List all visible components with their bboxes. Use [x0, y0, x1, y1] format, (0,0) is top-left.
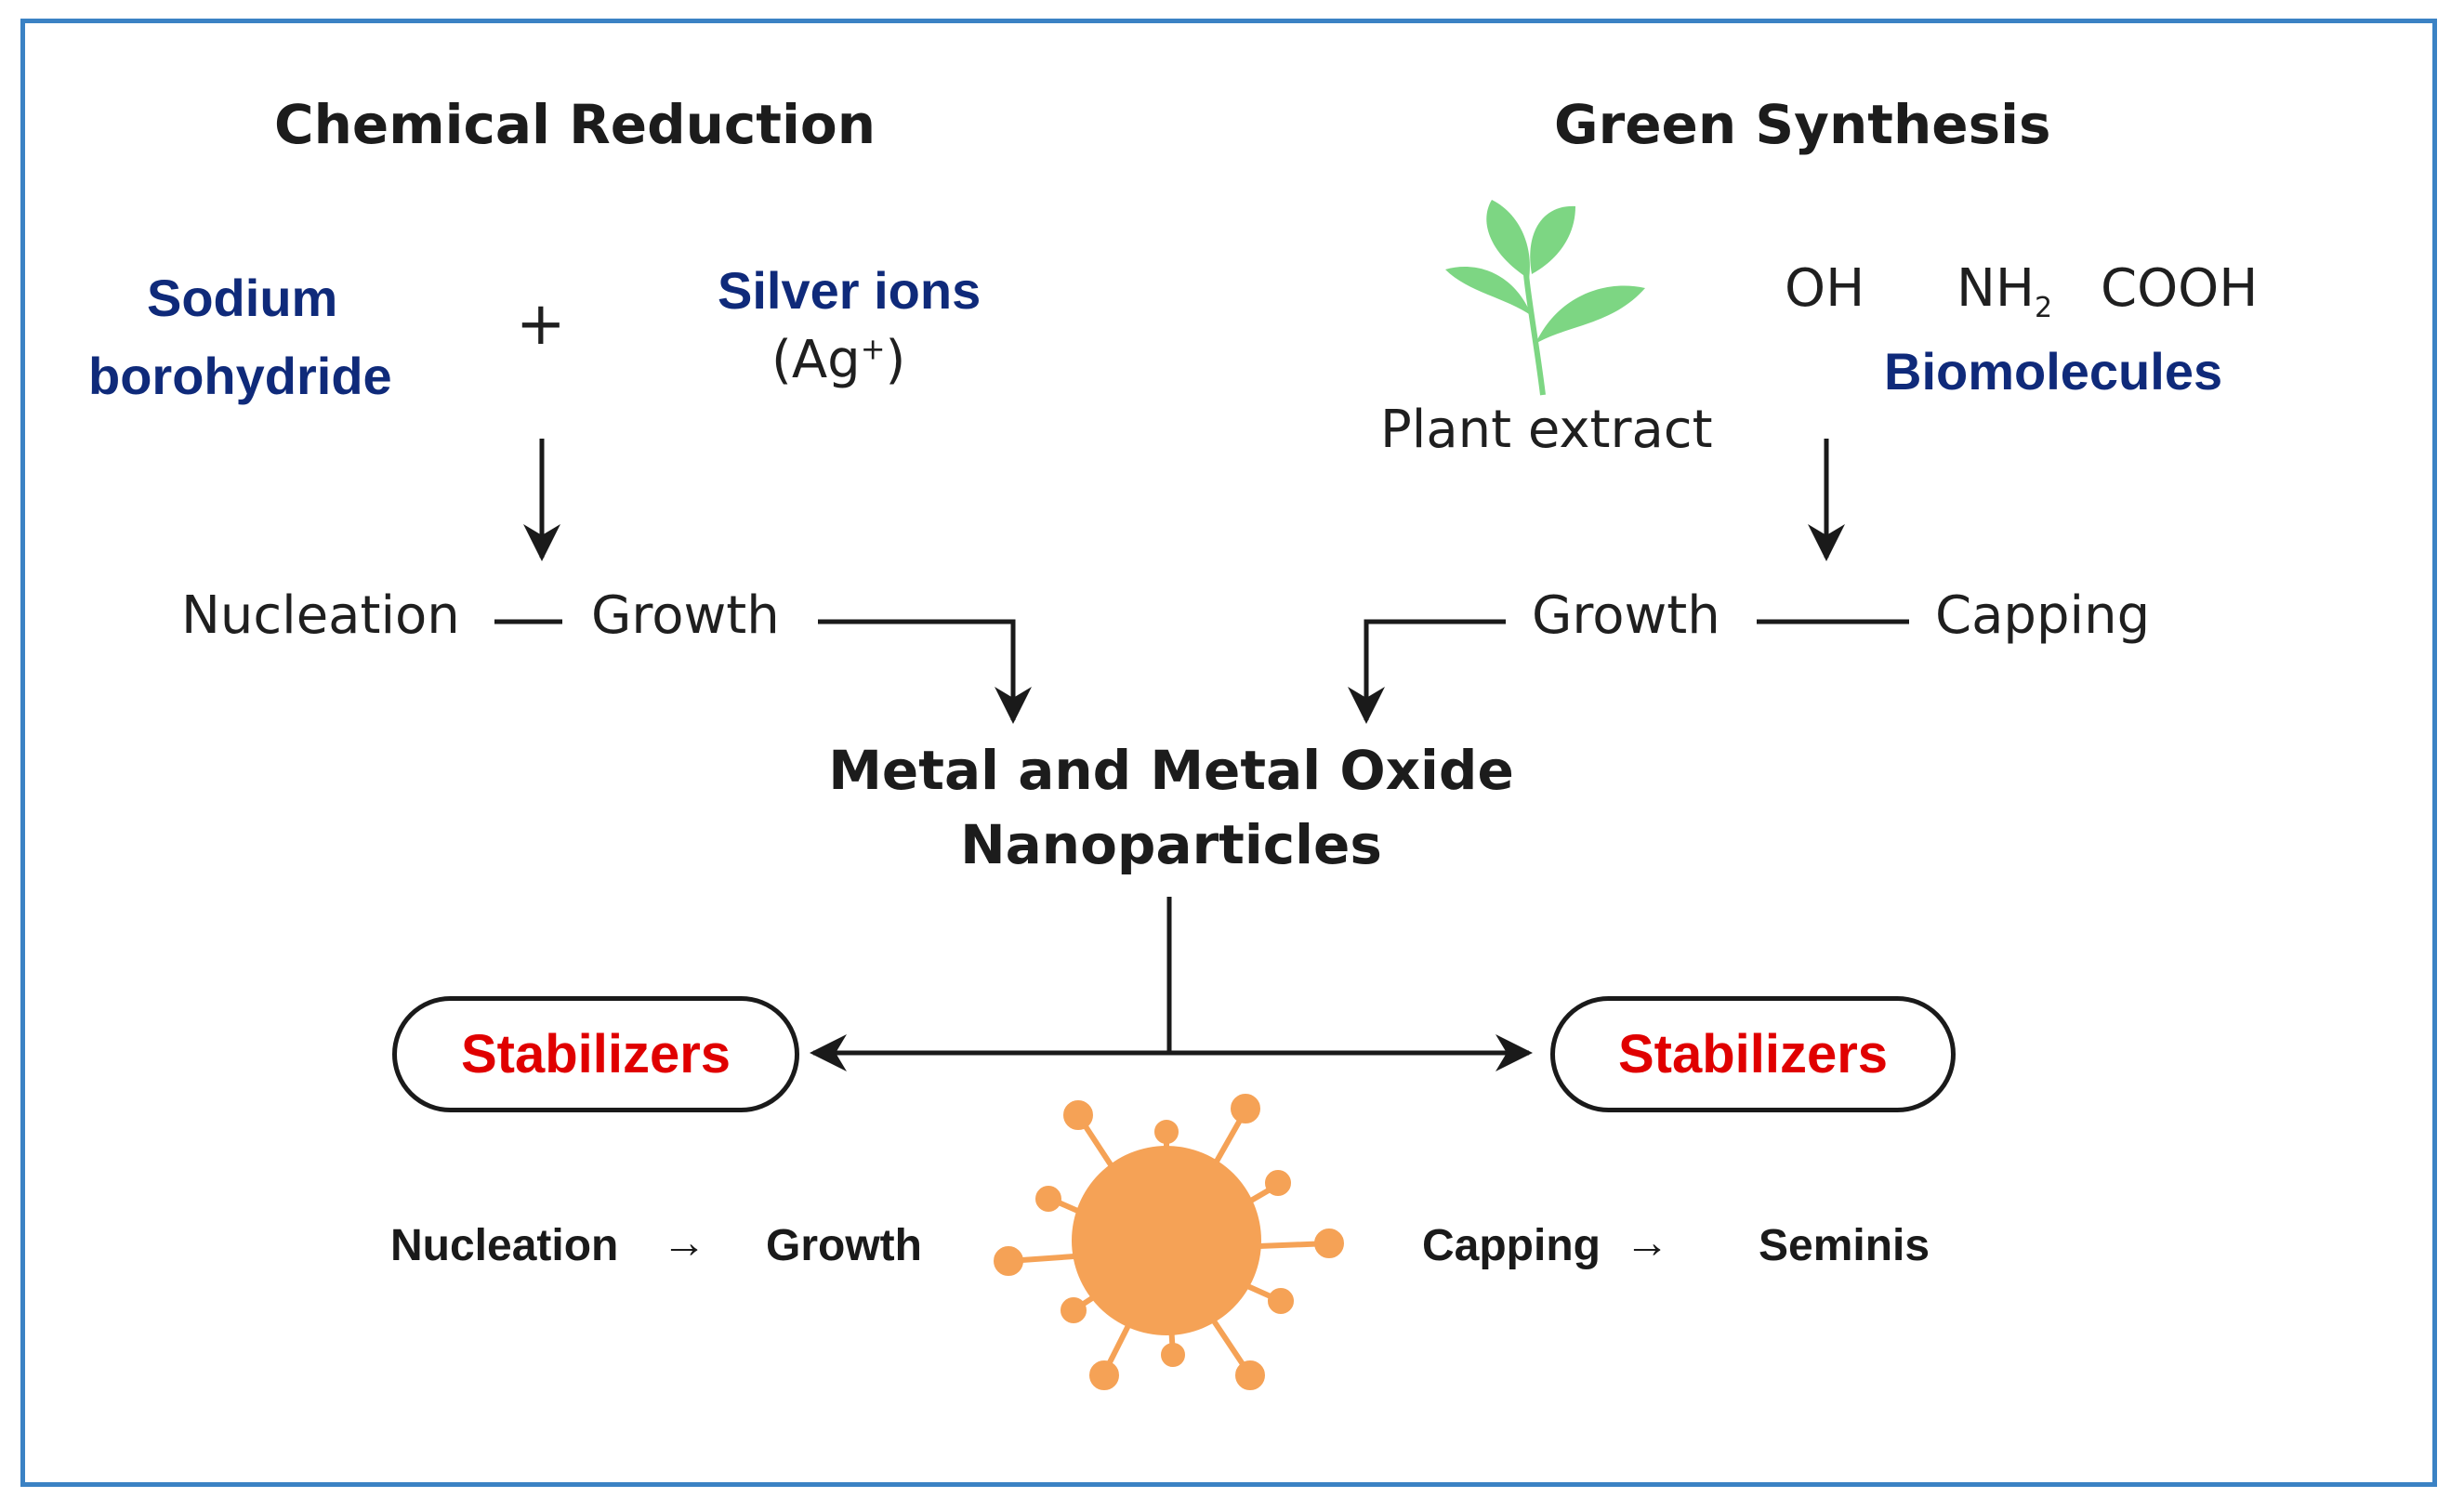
left-nucleation-label: Nucleation: [181, 585, 460, 646]
arrow-right-to-product: [1348, 619, 1506, 724]
right-growth-label: Growth: [1532, 585, 1720, 646]
bottom-arrow-1: →: [662, 1218, 706, 1268]
heading-green-synthesis: Green Synthesis: [1554, 93, 2051, 156]
stabilizers-left: Stabilizers: [392, 996, 799, 1112]
silver-ions-label: Silver ions: [718, 261, 982, 320]
group-oh: OH: [1785, 258, 1865, 319]
diagram-frame: [20, 19, 2437, 1487]
nanoparticle-icon: [994, 1094, 1344, 1390]
plant-sprout-icon: [1445, 200, 1645, 396]
product-title-line2: Nanoparticles: [960, 813, 1382, 876]
right-capping-label: Capping: [1935, 585, 2151, 646]
left-growth-label: Growth: [591, 585, 780, 646]
bottom-arrow-2: →: [1625, 1218, 1669, 1268]
plant-extract-label: Plant extract: [1380, 400, 1713, 460]
bottom-nucleation-label: Nucleation: [390, 1221, 619, 1270]
heading-chemical-reduction: Chemical Reduction: [274, 93, 876, 156]
group-nh2: NH2: [1957, 258, 2053, 325]
reagent-borohydride-label: borohydride: [88, 347, 392, 405]
reagent-sodium-label: Sodium: [147, 269, 338, 327]
stabilizers-right: Stabilizers: [1550, 996, 1956, 1112]
product-title-line1: Metal and Metal Oxide: [828, 739, 1514, 802]
group-cooh: COOH: [2101, 258, 2259, 319]
biomolecules-label: Biomolecules: [1884, 342, 2223, 401]
stabilizers-left-label: Stabilizers: [460, 1024, 731, 1084]
stabilizers-right-label: Stabilizers: [1617, 1024, 1889, 1084]
bottom-growth-label: Growth: [766, 1221, 922, 1270]
arrow-left-to-product: [818, 619, 1032, 724]
bottom-seminis-label: Seminis: [1759, 1221, 1930, 1270]
silver-ion-formula: (Ag+): [771, 330, 906, 390]
bottom-capping-label: Capping: [1422, 1221, 1601, 1270]
plus-sign: +: [516, 290, 566, 359]
